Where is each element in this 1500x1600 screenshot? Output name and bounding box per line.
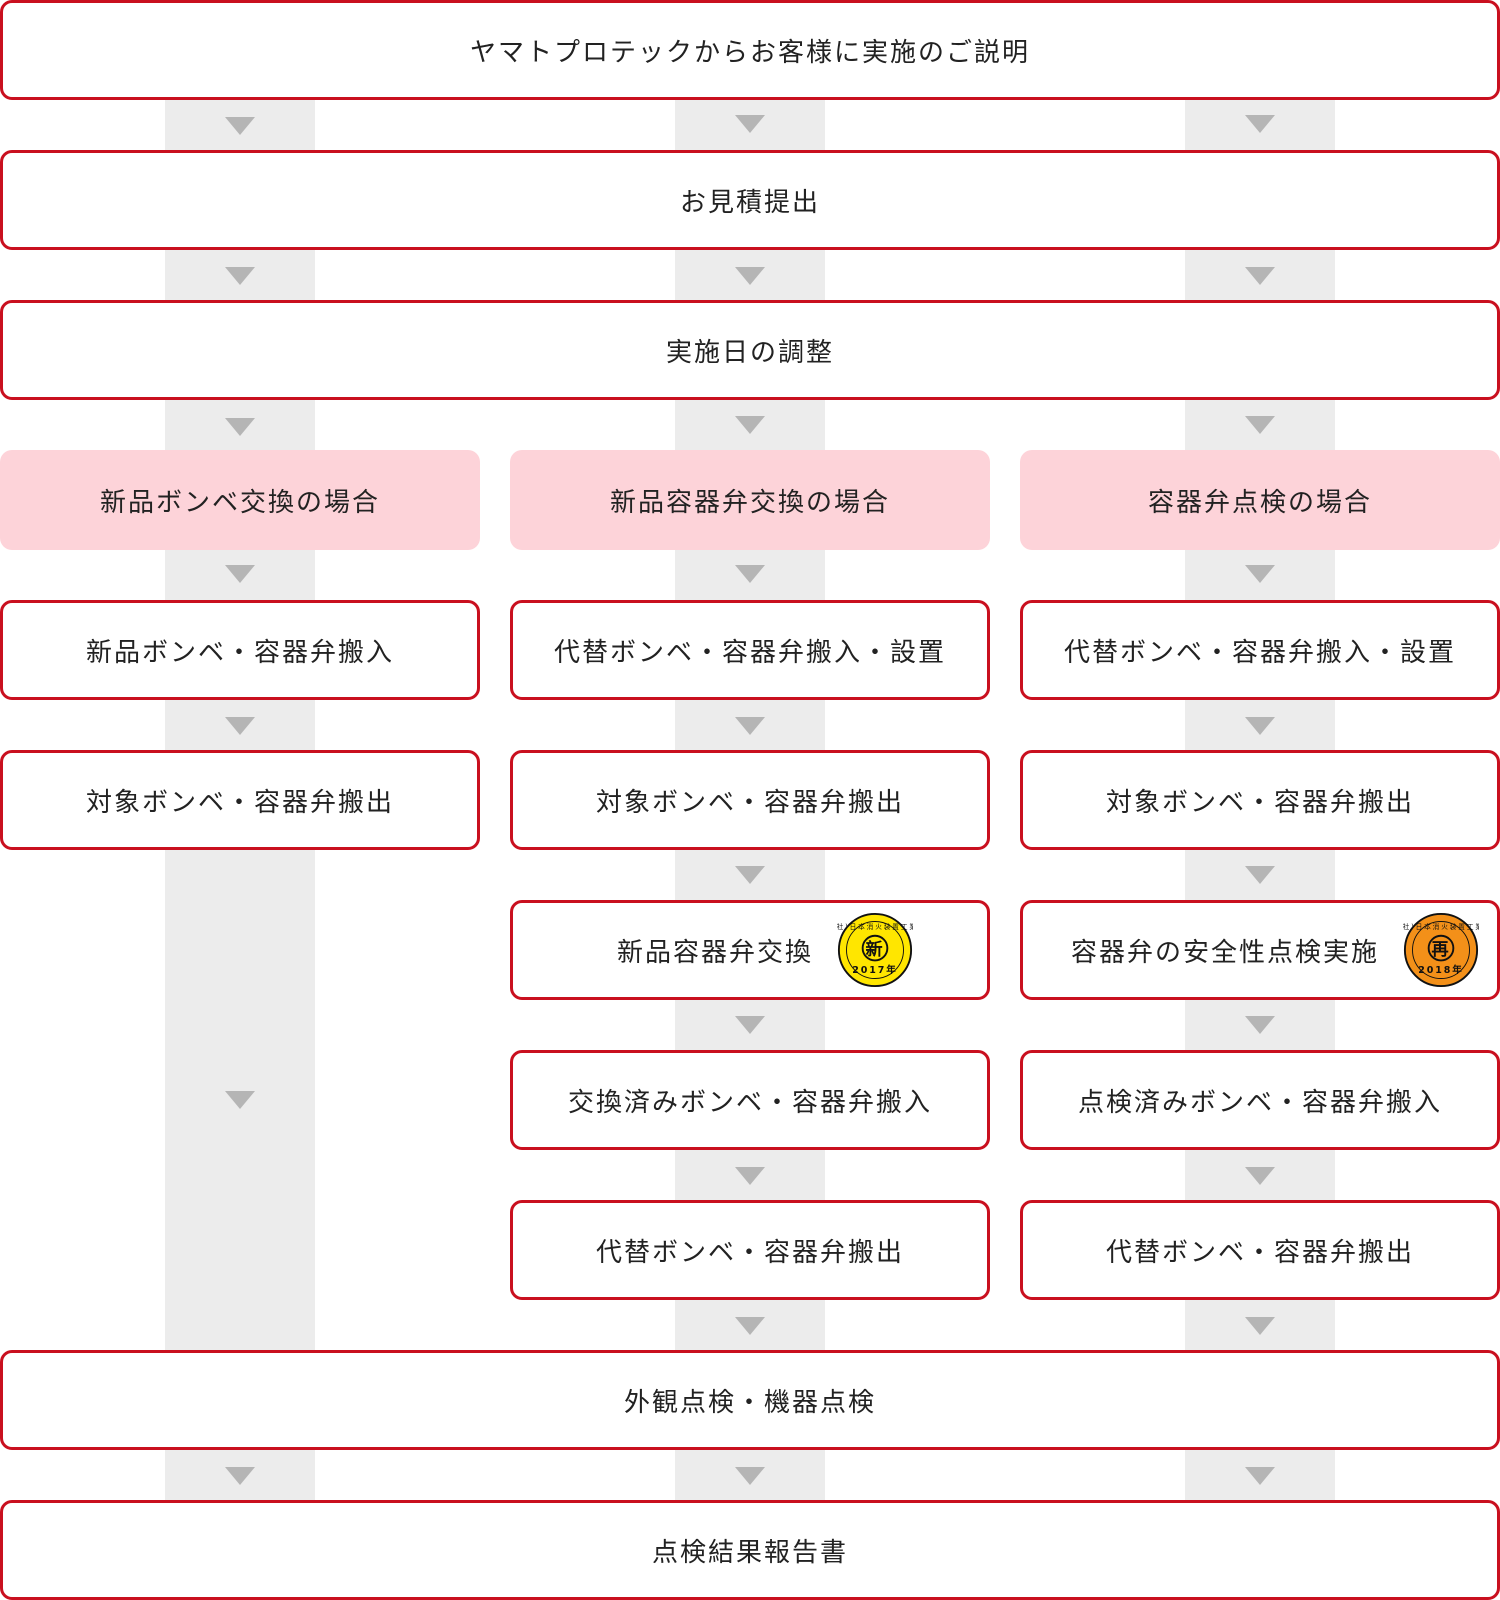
col2-step-5: 代替ボンベ・容器弁搬出 [510,1200,990,1300]
col2-step-1: 代替ボンベ・容器弁搬入・設置 [510,600,990,700]
down-arrow-icon [735,866,765,884]
down-arrow-icon [1245,416,1275,434]
step-label: 交換済みボンベ・容器弁搬入 [567,1087,932,1118]
down-arrow-icon [1245,267,1275,285]
down-arrow-icon [225,1091,255,1109]
down-arrow-icon [225,117,255,135]
step-exterior-inspection: 外観点検・機器点検 [0,1350,1500,1450]
col1-step-1: 新品ボンベ・容器弁搬入 [0,600,480,700]
step-label: 外観点検・機器点検 [623,1387,876,1418]
seal-mark: 再 [1432,940,1451,960]
step-label: 代替ボンベ・容器弁搬出 [595,1237,904,1268]
step-label: ヤマトプロテックからお客様に実施のご説明 [469,37,1030,68]
step-label: 代替ボンベ・容器弁搬出 [1105,1237,1414,1268]
step-label: 新品容器弁交換 [616,937,813,968]
col3-step-3: 容器弁の安全性点検実施 (一社)日本消火装置工業会 再 2018年 [1020,900,1500,1000]
down-arrow-icon [1245,1467,1275,1485]
step-label: 新品ボンベ・容器弁搬入 [85,637,394,668]
new-valve-seal-icon: (一社)日本消火装置工業会 新 2017年 [837,912,913,988]
step-label: 対象ボンベ・容器弁搬出 [85,787,394,818]
down-arrow-icon [1245,866,1275,884]
step-label: 代替ボンベ・容器弁搬入・設置 [1063,637,1456,668]
case-valve-inspection: 容器弁点検の場合 [1020,450,1500,550]
step-label: 点検済みボンベ・容器弁搬入 [1077,1087,1442,1118]
step-label: 代替ボンベ・容器弁搬入・設置 [553,637,946,668]
down-arrow-icon [735,1016,765,1034]
down-arrow-icon [735,565,765,583]
col2-step-2: 対象ボンベ・容器弁搬出 [510,750,990,850]
down-arrow-icon [735,1167,765,1185]
seal-disc [1403,912,1479,988]
down-arrow-icon [735,416,765,434]
down-arrow-icon [735,717,765,735]
case-label: 新品容器弁交換の場合 [609,487,890,518]
step-explain: ヤマトプロテックからお客様に実施のご説明 [0,0,1500,100]
case-label: 容器弁点検の場合 [1147,487,1372,518]
step-label: 点検結果報告書 [651,1537,848,1568]
col2-step-4: 交換済みボンベ・容器弁搬入 [510,1050,990,1150]
seal-mark: 新 [866,939,885,960]
seal-org: (一社)日本消火装置工業会 [1403,922,1479,931]
step-label: お見積提出 [679,187,820,218]
col3-step-5: 代替ボンベ・容器弁搬出 [1020,1200,1500,1300]
down-arrow-icon [1245,1016,1275,1034]
down-arrow-icon [735,1467,765,1485]
reinspection-seal-icon: (一社)日本消火装置工業会 再 2018年 [1403,912,1479,988]
down-arrow-icon [1245,1167,1275,1185]
down-arrow-icon [1245,717,1275,735]
seal-year: 2018年 [1418,964,1463,976]
down-arrow-icon [225,717,255,735]
step-label: 対象ボンベ・容器弁搬出 [595,787,904,818]
col3-step-2: 対象ボンベ・容器弁搬出 [1020,750,1500,850]
down-arrow-icon [1245,565,1275,583]
step-label: 対象ボンベ・容器弁搬出 [1105,787,1414,818]
down-arrow-icon [225,418,255,436]
col3-step-4: 点検済みボンベ・容器弁搬入 [1020,1050,1500,1150]
down-arrow-icon [735,267,765,285]
step-schedule: 実施日の調整 [0,300,1500,400]
down-arrow-icon [735,1317,765,1335]
seal-year: 2017年 [852,964,897,976]
down-arrow-icon [1245,1317,1275,1335]
down-arrow-icon [225,1467,255,1485]
case-new-valve: 新品容器弁交換の場合 [510,450,990,550]
col3-step-1: 代替ボンベ・容器弁搬入・設置 [1020,600,1500,700]
step-label: 実施日の調整 [665,337,834,368]
down-arrow-icon [225,267,255,285]
down-arrow-icon [1245,115,1275,133]
seal-org: (一社)日本消火装置工業会 [837,922,913,931]
step-estimate: お見積提出 [0,150,1500,250]
col2-step-3: 新品容器弁交換 (一社)日本消火装置工業会 新 2017年 [510,900,990,1000]
step-label: 容器弁の安全性点検実施 [1070,937,1379,968]
case-label: 新品ボンベ交換の場合 [99,487,380,518]
down-arrow-icon [735,115,765,133]
down-arrow-icon [225,565,255,583]
step-report: 点検結果報告書 [0,1500,1500,1600]
case-new-cylinder: 新品ボンベ交換の場合 [0,450,480,550]
seal-disc [837,912,913,988]
col1-step-2: 対象ボンベ・容器弁搬出 [0,750,480,850]
